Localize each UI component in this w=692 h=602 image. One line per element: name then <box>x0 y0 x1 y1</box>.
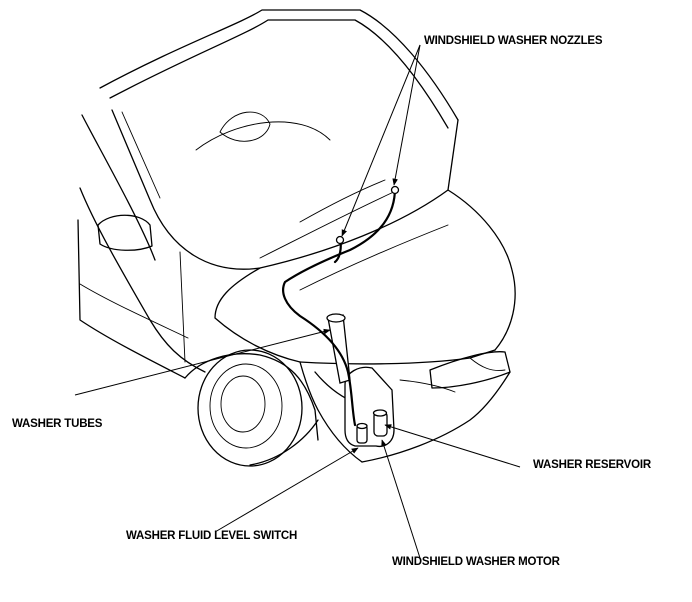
label-washer-fluid-level-switch: WASHER FLUID LEVEL SWITCH <box>126 530 298 542</box>
washer-components <box>282 185 400 448</box>
leader-lines <box>74 44 521 559</box>
label-washer-reservoir: WASHER RESERVOIR <box>533 459 651 471</box>
label-windshield-washer-motor: WINDSHIELD WASHER MOTOR <box>392 556 560 568</box>
label-washer-tubes: WASHER TUBES <box>12 418 103 430</box>
car-outline <box>77 9 516 467</box>
label-windshield-washer-nozzles: WINDSHIELD WASHER NOZZLES <box>424 35 603 47</box>
